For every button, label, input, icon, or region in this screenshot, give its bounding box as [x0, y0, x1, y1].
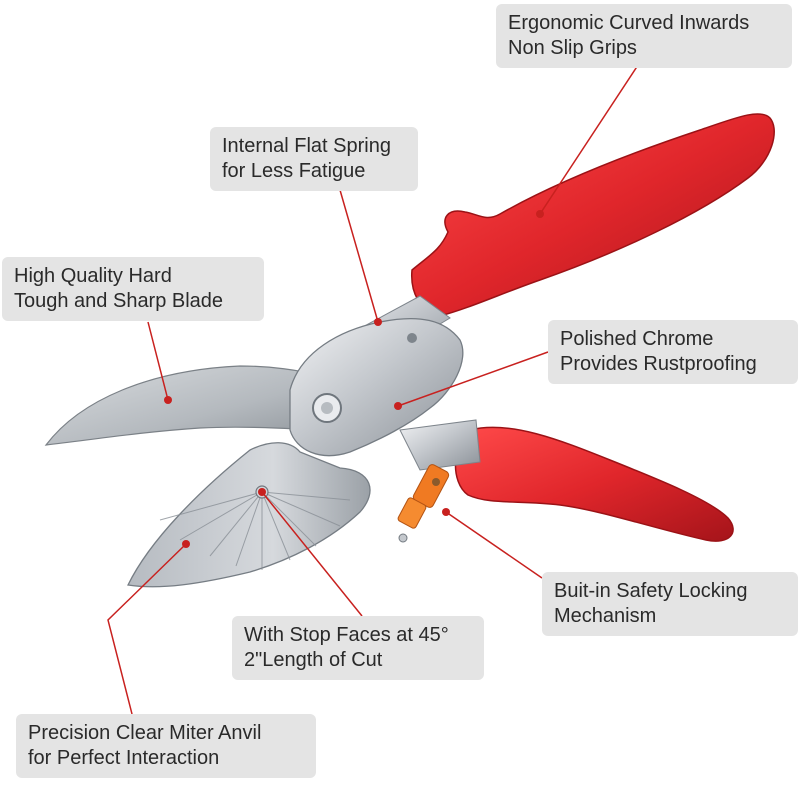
spring-rivet — [407, 333, 417, 343]
upper-handle — [411, 113, 775, 317]
miter-anvil — [127, 442, 371, 588]
callout-grips-line2: Non Slip Grips — [508, 37, 637, 59]
callout-grips-line1: Ergonomic Curved Inwards — [508, 12, 750, 34]
safety-lock — [397, 464, 450, 543]
callout-lock: Buit-in Safety Locking Mechanism — [542, 572, 798, 636]
callout-blade-line2: Tough and Sharp Blade — [14, 290, 224, 312]
callout-grips: Ergonomic Curved Inwards Non Slip Grips — [496, 4, 792, 68]
callout-blade: High Quality Hard Tough and Sharp Blade — [2, 257, 264, 321]
callout-chrome-line1: Polished Chrome — [560, 328, 714, 350]
callout-chrome-line2: Provides Rustproofing — [560, 353, 757, 375]
callout-stop-line2: 2"Length of Cut — [244, 649, 383, 671]
callout-lock-line2: Mechanism — [554, 605, 657, 627]
callout-anvil-line1: Precision Clear Miter Anvil — [28, 722, 262, 744]
callout-spring-line1: Internal Flat Spring — [222, 135, 391, 157]
callout-spring-line2: for Less Fatigue — [222, 160, 366, 182]
lower-handle — [454, 426, 734, 542]
callout-lock-line1: Buit-in Safety Locking — [554, 580, 748, 602]
cutting-blade — [44, 365, 321, 446]
callout-blade-line1: High Quality Hard — [14, 265, 172, 287]
callout-spring: Internal Flat Spring for Less Fatigue — [210, 127, 418, 191]
callout-chrome: Polished Chrome Provides Rustproofing — [548, 320, 798, 384]
lower-shank — [399, 419, 481, 471]
callout-stop-faces: With Stop Faces at 45° 2"Length of Cut — [232, 616, 484, 680]
callout-anvil-line2: for Perfect Interaction — [28, 747, 220, 769]
callout-anvil: Precision Clear Miter Anvil for Perfect … — [16, 714, 316, 778]
callout-stop-line1: With Stop Faces at 45° — [244, 624, 449, 646]
